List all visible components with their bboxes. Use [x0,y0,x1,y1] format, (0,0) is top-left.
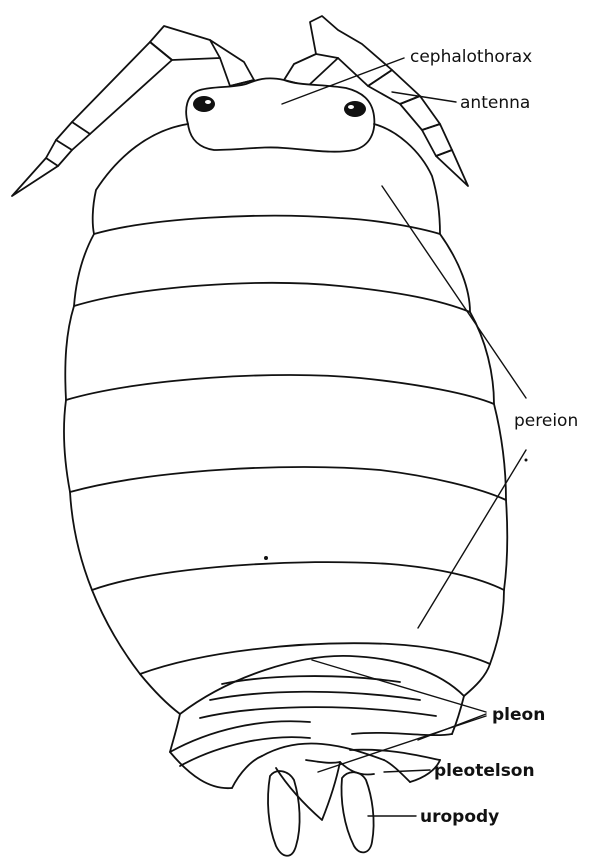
pleotelson-label: pleotelson [434,761,535,781]
body-dot [264,556,268,560]
left-eye [193,96,215,112]
pleon-label: pleon [492,705,545,725]
labels: cephalothorax antenna pereion pleon pleo… [410,47,578,827]
antenna-label: antenna [460,93,530,113]
pereion-segments [64,124,507,714]
cephalothorax-label: cephalothorax [410,47,532,67]
uropods [268,762,374,856]
cephalothorax [186,78,374,151]
pleon-leader-1 [312,660,486,712]
uropody-label: uropody [420,807,499,827]
stray-dot [525,459,528,462]
pereion-leader-upper [382,186,526,398]
pereion-leader-lower [418,450,526,628]
leader-lines [282,58,526,816]
pleotelson-leader [384,770,430,772]
pereion-label: pereion [514,411,578,431]
right-eye [344,101,366,117]
